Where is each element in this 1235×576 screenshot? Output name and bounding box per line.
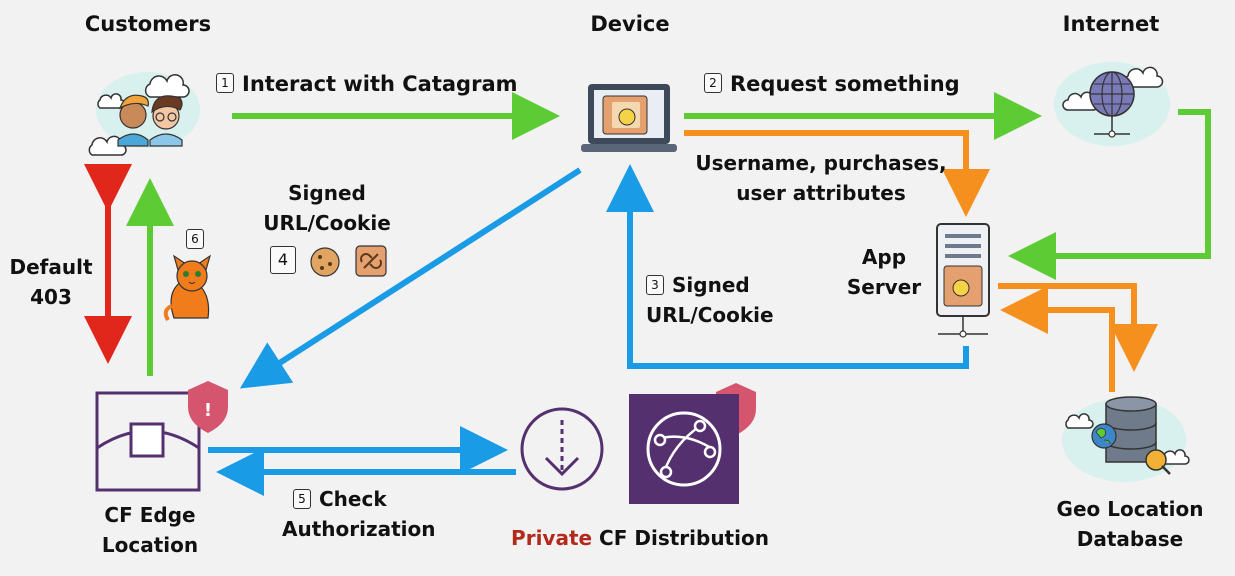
private-distribution-label: Private CF Distribution (511, 526, 769, 550)
edge-location-icon (95, 391, 201, 492)
user-attributes-line-1: Username, purchases, (695, 151, 947, 175)
default-403-label: Default 403 (9, 252, 92, 312)
step-5-line-1: Check (319, 487, 387, 511)
signed-url-line-2: URL/Cookie (263, 211, 391, 235)
signed-url-label: Signed URL/Cookie (263, 178, 391, 238)
step-1-label: 1 Interact with Catagram (216, 72, 518, 96)
step-3-line-2: URL/Cookie (646, 303, 774, 327)
step-5-line-2: Authorization (282, 517, 436, 541)
edge-location-line-2: Location (101, 533, 199, 557)
step-4-badge: 4 (270, 246, 296, 274)
device-title: Device (590, 12, 670, 36)
arrow-user-attributes (684, 130, 990, 217)
link-icon (355, 245, 387, 277)
signed-url-line-1: Signed (288, 181, 366, 205)
geo-database-line-2: Database (1076, 527, 1184, 551)
customers-title: Customers (84, 12, 212, 36)
svg-text:!: ! (204, 400, 212, 421)
step-3-badge: 3 (646, 274, 664, 295)
default-403-line-2: 403 (30, 285, 72, 309)
step-5-badge: 5 (293, 488, 311, 509)
app-server-icon (936, 223, 990, 338)
cookie-icon (310, 247, 340, 277)
edge-location-label: CF Edge Location (102, 500, 198, 560)
laptop-icon (581, 84, 677, 152)
edge-location-line-1: CF Edge (104, 503, 196, 527)
step-6-label: 6 (186, 228, 212, 251)
globe-icon (1054, 62, 1170, 146)
user-attributes-label: Username, purchases, user attributes (695, 148, 946, 208)
user-attributes-line-2: user attributes (736, 181, 906, 205)
step-2-badge: 2 (704, 73, 722, 93)
step-3-line-1: Signed (672, 273, 750, 297)
arrow-geo-to-app (1000, 286, 1115, 392)
step-2-text: Request something (730, 72, 960, 96)
step-1-text: Interact with Catagram (242, 72, 518, 96)
distribution-text: CF Distribution (592, 526, 769, 550)
step-2-label: 2 Request something (704, 72, 960, 96)
geo-database-line-1: Geo Location (1056, 497, 1204, 521)
step-1-badge: 1 (216, 73, 234, 93)
default-403-line-1: Default (9, 255, 93, 279)
geo-database-label: Geo Location Database (1057, 494, 1204, 554)
step-6-badge: 6 (186, 228, 204, 249)
internet-title: Internet (1062, 12, 1160, 36)
app-server-line-2: Server (846, 275, 922, 299)
step-3-label: 3 Signed URL/Cookie (646, 270, 774, 330)
arrow-internet-to-app (1008, 109, 1211, 280)
cat-icon (163, 254, 212, 322)
arrow-device-to-edge (239, 167, 582, 389)
step-4-label: 4 (270, 246, 304, 276)
private-word: Private (511, 526, 593, 550)
step-5-label: 5 Check Authorization (282, 484, 436, 544)
app-server-label: App Server (847, 242, 921, 302)
arrow-signed-url (606, 164, 969, 369)
customers-icon (88, 72, 200, 156)
cloudfront-icon (629, 394, 739, 504)
shield-icon: ! (188, 381, 228, 433)
database-icon (1062, 396, 1190, 482)
private-distribution-icon (520, 407, 604, 491)
app-server-line-1: App (861, 245, 907, 269)
